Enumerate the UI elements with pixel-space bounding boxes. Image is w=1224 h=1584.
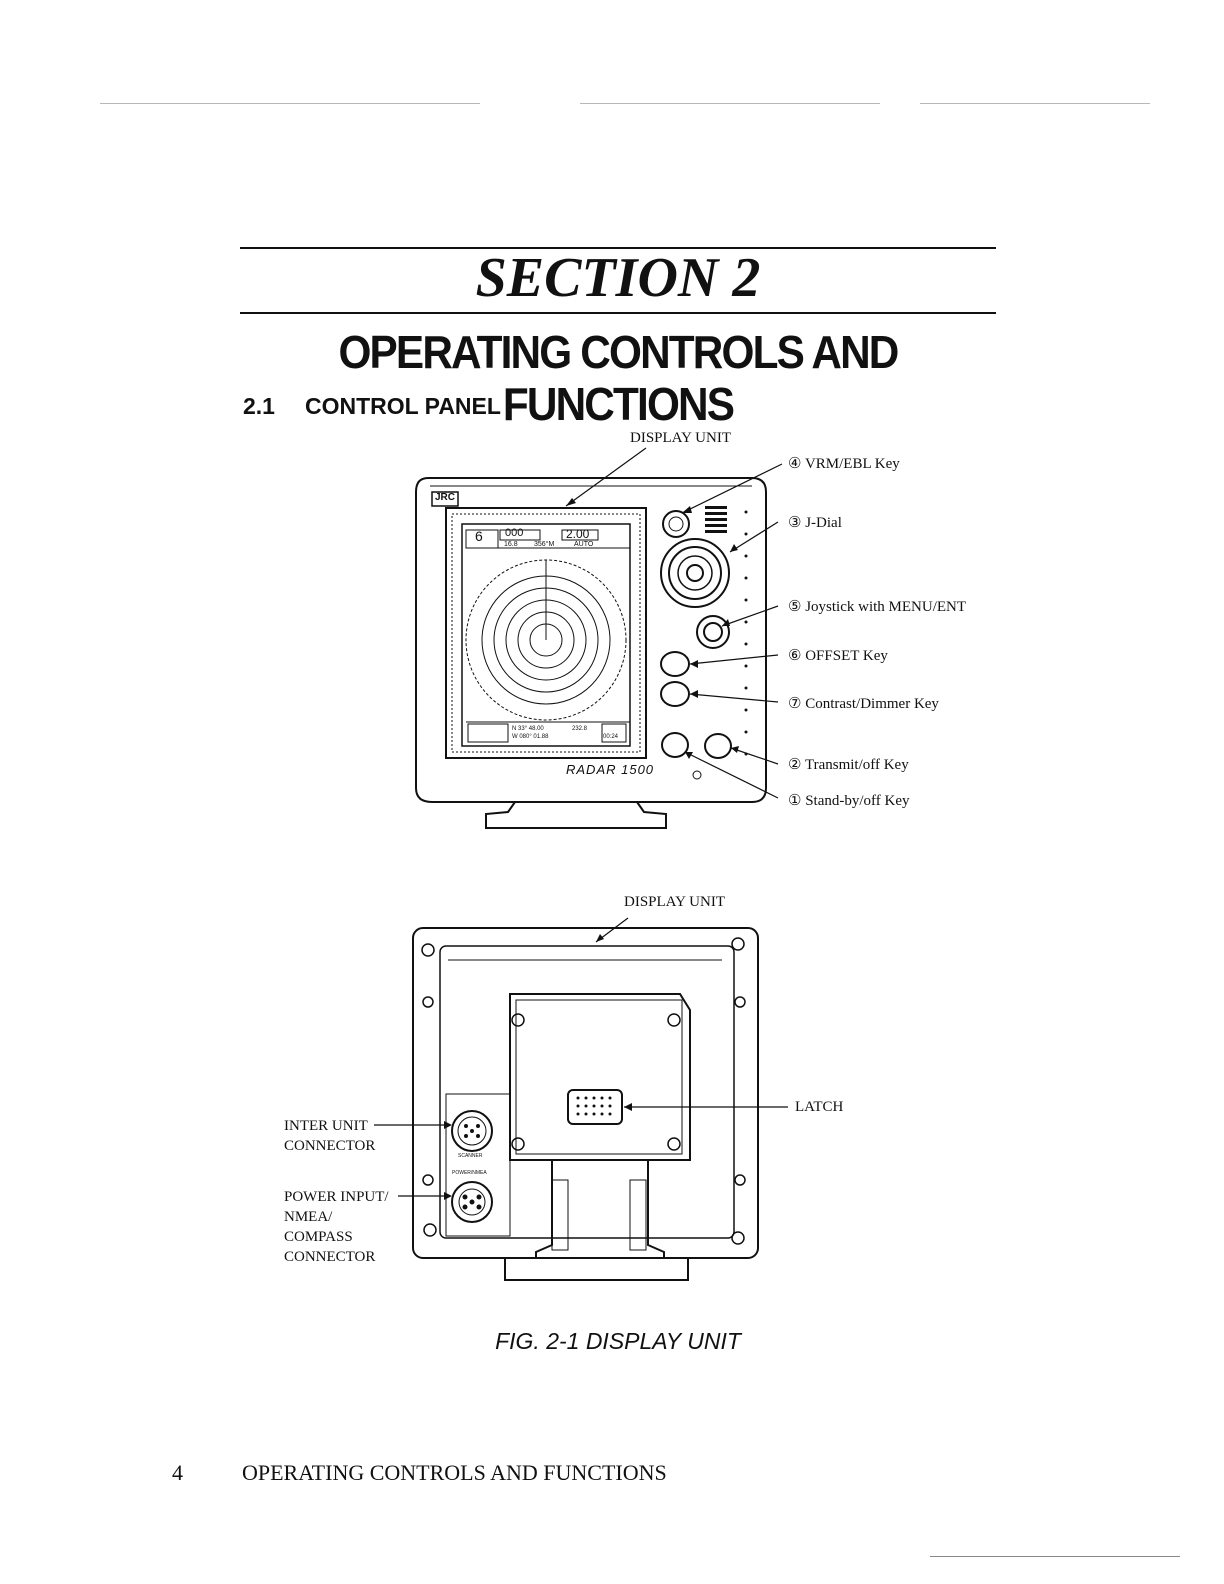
power-input-connector-label: POWER INPUT/ NMEA/ COMPASS CONNECTOR [284, 1187, 389, 1267]
power-nmea-tag: POWER/NMEA [452, 1170, 487, 1176]
inter-unit-connector-label: INTER UNIT CONNECTOR [284, 1116, 375, 1156]
front-display-unit-label: DISPLAY UNIT [630, 430, 731, 446]
callout-number: ⑦ [788, 696, 802, 712]
screen-vrm-value: 2.00 [566, 527, 590, 541]
scan-artifact [580, 103, 880, 104]
inter-unit-line-1: INTER UNIT [284, 1118, 368, 1134]
power-line-1: POWER INPUT/ [284, 1189, 389, 1205]
callout-joystick: ⑤ Joystick with MENU/ENT [788, 597, 966, 616]
callout-text: Transmit/off Key [804, 757, 909, 773]
callout-text: J-Dial [805, 515, 842, 531]
callout-number: ③ [788, 515, 802, 531]
callout-number: ④ [788, 456, 802, 472]
screen-row2-a: 16.8 [504, 541, 518, 548]
screen-bottom-c: 232.8 [572, 726, 588, 732]
section-rule-top [240, 247, 996, 249]
callout-j-dial: ③ J-Dial [788, 513, 842, 532]
running-title: OPERATING CONTROLS AND FUNCTIONS [242, 1460, 667, 1485]
callout-text: Joystick with MENU/ENT [805, 599, 967, 615]
callout-text: Contrast/Dimmer Key [805, 696, 939, 712]
callout-number: ① [788, 793, 802, 809]
chapter-title: OPERATING CONTROLS AND FUNCTIONS [338, 326, 899, 430]
subsection-title: CONTROL PANEL [305, 393, 501, 419]
power-line-3: COMPASS [284, 1229, 353, 1245]
callout-text: VRM/EBL Key [804, 456, 900, 472]
power-line-4: CONNECTOR [284, 1249, 376, 1265]
rear-display-unit-label: DISPLAY UNIT [624, 894, 725, 910]
jrc-logo: JRC [434, 492, 455, 503]
callout-transmit-off-key: ② Transmit/off Key [788, 755, 909, 774]
scanner-tag: SCANNER [458, 1153, 483, 1159]
section-title: SECTION 2 [475, 247, 761, 309]
screen-bottom-d: 00:24 [603, 734, 619, 740]
scan-artifact [100, 103, 480, 104]
callout-vrm-ebl-key: ④ VRM/EBL Key [788, 454, 900, 473]
callout-number: ⑥ [788, 648, 802, 664]
section-rule-bottom [240, 312, 996, 314]
screen-bottom-a: N 33° 48.00 [512, 726, 544, 732]
callout-text: OFFSET Key [805, 648, 888, 664]
latch-label: LATCH [795, 1099, 844, 1115]
callout-number: ⑤ [788, 599, 802, 615]
callout-standby-off-key: ① Stand-by/off Key [788, 791, 910, 810]
scan-artifact [920, 103, 1150, 104]
screen-range-value: 6 [475, 528, 483, 544]
subsection-heading: 2.1 CONTROL PANEL [243, 393, 501, 420]
page-footer: 4 OPERATING CONTROLS AND FUNCTIONS [172, 1460, 667, 1486]
callout-text: Stand-by/off Key [805, 793, 910, 809]
callout-contrast-dimmer-key: ⑦ Contrast/Dimmer Key [788, 694, 939, 713]
power-line-2: NMEA/ [284, 1209, 333, 1225]
scan-artifact [930, 1556, 1180, 1557]
inter-unit-line-2: CONNECTOR [284, 1138, 376, 1154]
screen-gain-value: 000 [505, 527, 524, 539]
screen-row2-b: 356°M [534, 541, 555, 548]
model-label: RADAR 1500 [566, 762, 655, 777]
figure-caption: FIG. 2-1 DISPLAY UNIT [495, 1328, 741, 1354]
screen-row2-c: AUTO [574, 541, 594, 548]
page-number: 4 [172, 1460, 183, 1485]
screen-bottom-b: W 080° 01.88 [512, 734, 549, 740]
callout-offset-key: ⑥ OFFSET Key [788, 646, 888, 665]
callout-number: ② [788, 757, 802, 773]
subsection-number: 2.1 [243, 393, 275, 419]
